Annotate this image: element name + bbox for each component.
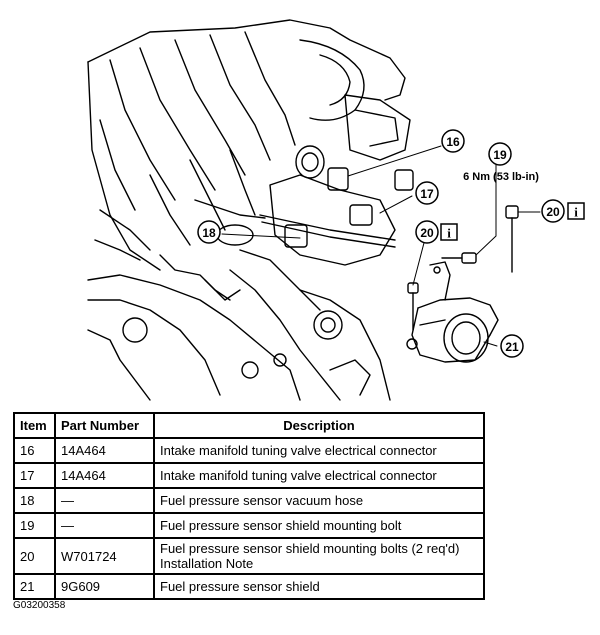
description-cell: Fuel pressure sensor shield: [153, 573, 485, 600]
shield-mounting-bolt-19: [441, 252, 477, 264]
callout-19: 19: [488, 142, 512, 166]
shield-mounting-bolt-20b: [505, 205, 519, 273]
table-row: 21 9G609 Fuel pressure sensor shield: [13, 573, 485, 600]
item-cell: 16: [13, 437, 56, 464]
description-cell: Intake manifold tuning valve electrical …: [153, 437, 485, 464]
callout-16: 16: [441, 129, 465, 153]
tuning-valve-assembly: [194, 167, 414, 340]
item-cell: 21: [13, 573, 56, 600]
callout-20-right: 20: [541, 199, 565, 223]
table-row: 16 14A464 Intake manifold tuning valve e…: [13, 437, 485, 464]
torque-spec-label: 6 Nm (53 lb-in): [463, 171, 539, 183]
svg-text:i: i: [574, 205, 578, 220]
description-text: Fuel pressure sensor shield mounting bol…: [160, 541, 460, 556]
leader-lines: [221, 145, 541, 347]
table-row: 20 W701724 Fuel pressure sensor shield m…: [13, 537, 485, 575]
engine-illustration: 16 17 18 19 20 20 21 i: [87, 19, 585, 401]
description-cell: Intake manifold tuning valve electrical …: [153, 462, 485, 489]
table-row: 19 — Fuel pressure sensor shield mountin…: [13, 512, 485, 539]
shield-mounting-bolt-20a: [407, 282, 419, 331]
figure-id: G03200358: [13, 600, 66, 611]
svg-text:17: 17: [420, 187, 434, 201]
callout-17: 17: [415, 181, 439, 205]
svg-text:16: 16: [446, 135, 460, 149]
svg-text:21: 21: [505, 340, 519, 354]
callout-20-left: 20: [415, 220, 439, 244]
header-item: Item: [13, 412, 56, 439]
svg-text:20: 20: [420, 226, 434, 240]
item-cell: 20: [13, 537, 56, 575]
part-number-cell: —: [54, 512, 155, 539]
installation-note-link[interactable]: Installation Note: [160, 556, 254, 571]
engine-block: [87, 209, 391, 401]
item-cell: 18: [13, 487, 56, 514]
svg-text:19: 19: [493, 148, 507, 162]
header-description: Description: [153, 412, 485, 439]
svg-text:18: 18: [202, 226, 216, 240]
table-row: 18 — Fuel pressure sensor vacuum hose: [13, 487, 485, 514]
description-cell: Fuel pressure sensor shield mounting bol…: [153, 512, 485, 539]
fuel-pressure-sensor-shield: [406, 261, 499, 363]
callout-21: 21: [500, 334, 524, 358]
parts-table: Item Part Number Description 16 14A464 I…: [13, 412, 485, 600]
info-icon: i: [567, 202, 585, 220]
svg-text:i: i: [447, 226, 451, 241]
info-icon: i: [440, 223, 458, 241]
svg-text:20: 20: [546, 205, 560, 219]
part-number-cell: 14A464: [54, 462, 155, 489]
part-number-cell: W701724: [54, 537, 155, 575]
part-number-cell: —: [54, 487, 155, 514]
description-cell: Fuel pressure sensor shield mounting bol…: [153, 537, 485, 575]
callout-18: 18: [197, 220, 221, 244]
intake-manifold: [87, 19, 411, 271]
part-number-cell: 9G609: [54, 573, 155, 600]
item-cell: 19: [13, 512, 56, 539]
part-number-cell: 14A464: [54, 437, 155, 464]
table-header-row: Item Part Number Description: [13, 412, 485, 439]
table-row: 17 14A464 Intake manifold tuning valve e…: [13, 462, 485, 489]
header-part-number: Part Number: [54, 412, 155, 439]
description-cell: Fuel pressure sensor vacuum hose: [153, 487, 485, 514]
item-cell: 17: [13, 462, 56, 489]
